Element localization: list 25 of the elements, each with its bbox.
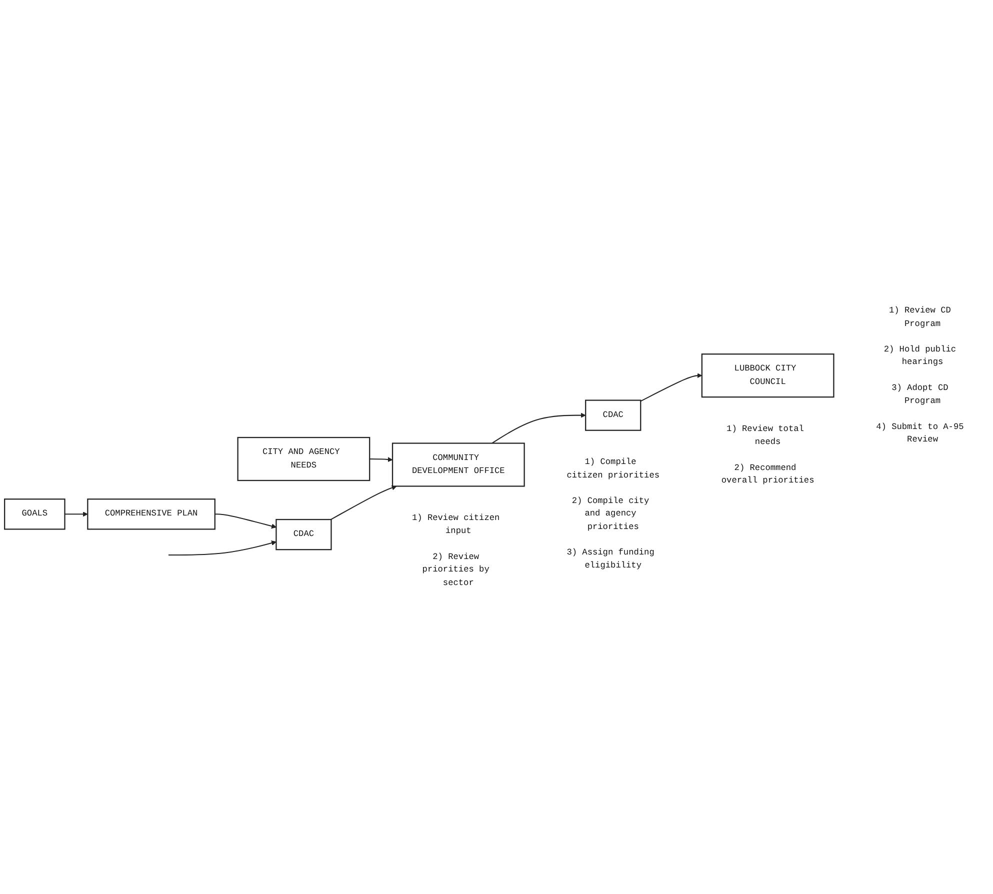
node-label: 1) Review CD Program — [888, 306, 951, 328]
arrow — [330, 485, 397, 520]
node-box: COMPREHENSIVE PLAN — [87, 498, 216, 530]
node-label: 1) Review citizen input — [412, 513, 500, 536]
node-box: COMMUNITY DEVELOPMENT OFFICE — [392, 442, 525, 487]
arrow — [492, 412, 586, 444]
arrow — [214, 514, 276, 529]
node-label: 2) Review priorities by sector — [422, 552, 490, 588]
node-label: 2) Compile city and agency priorities — [572, 496, 650, 532]
node-label: 3) Adopt CD Program — [892, 383, 948, 406]
node-label: 1) Review total needs — [726, 424, 804, 447]
arrow — [640, 373, 702, 402]
node-label: 2) Hold public hearings — [884, 344, 956, 368]
arrow — [370, 457, 393, 462]
arrow — [168, 540, 276, 556]
node-label: 3) Assign funding eligibility — [566, 548, 654, 570]
node-box: CDAC — [276, 518, 332, 550]
node-label: 1) Compile citizen priorities — [566, 457, 660, 480]
arrow — [64, 512, 88, 517]
node-label: 2) Recommend overall priorities — [721, 462, 814, 486]
node-label: 4) Submit to A-95 Review — [876, 422, 964, 444]
node-box: LUBBOCK CITY COUNCIL — [701, 354, 834, 398]
node-box: CITY AND AGENCY NEEDS — [237, 436, 370, 482]
node-box: GOALS — [4, 498, 66, 530]
node-box: CDAC — [585, 400, 642, 431]
